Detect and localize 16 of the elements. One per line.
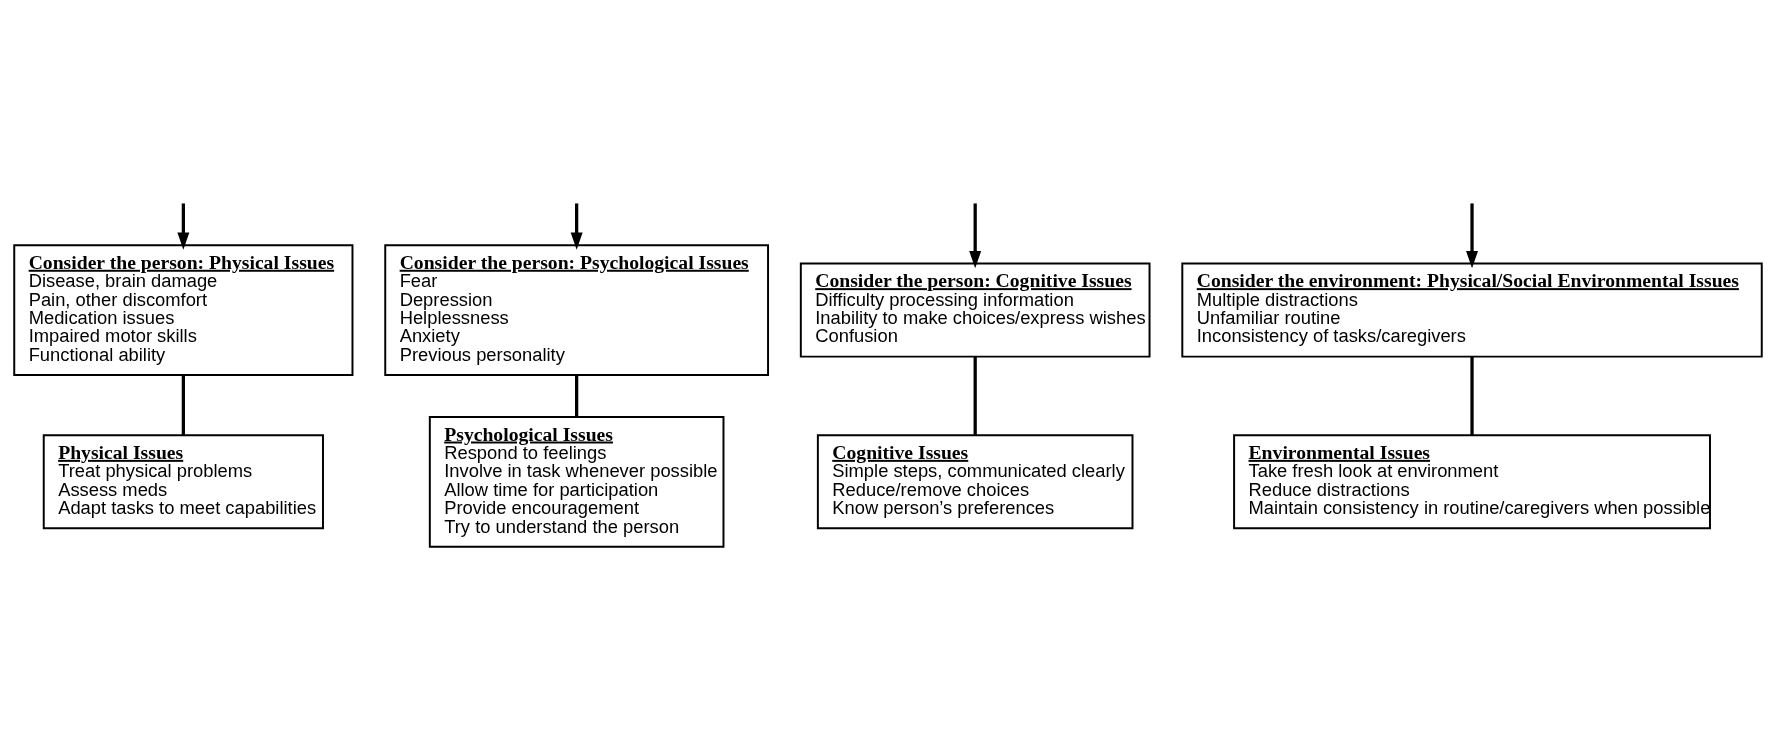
connector bbox=[1469, 357, 1474, 435]
node-box: Consider the person: Cognitive Issues Difficulty processing information Inability to make choices/express wishes Confusion bbox=[799, 262, 1151, 358]
connector bbox=[574, 375, 578, 417]
arrow bbox=[176, 203, 189, 250]
node-box: Consider the person: Physical Issues Disease, brain damage Pain, other discomfort Medication issues Impaired motor skills Functional ability bbox=[12, 244, 353, 376]
node-box: Psychological Issues Respond to feelings Involve in task whenever possible Allow time for participation Provide encouragement Try to understand the person bbox=[428, 415, 724, 548]
connector bbox=[973, 357, 977, 435]
arrow bbox=[1465, 203, 1478, 269]
node-box: Consider the environment: Physical/Social Environmental Issues Multiple distractions Unfamiliar routine Inconsistency of tasks/caregivers bbox=[1180, 262, 1763, 358]
node-box: Physical Issues Treat physical problems Assess meds Adapt tasks to meet capabilities bbox=[42, 434, 324, 530]
connector bbox=[181, 375, 185, 435]
node-box: Consider the person: Psychological Issues Fear Depression Helplessness Anxiety Previous personality bbox=[383, 244, 769, 376]
node-box: Cognitive Issues Simple steps, communicated clearly Reduce/remove choices Know person’s preferences bbox=[816, 434, 1133, 530]
arrow bbox=[570, 203, 583, 250]
node-box: Environmental Issues Take fresh look at environment Reduce distractions Maintain consistency in routine/caregivers when possible bbox=[1232, 434, 1711, 530]
arrow bbox=[968, 203, 981, 269]
